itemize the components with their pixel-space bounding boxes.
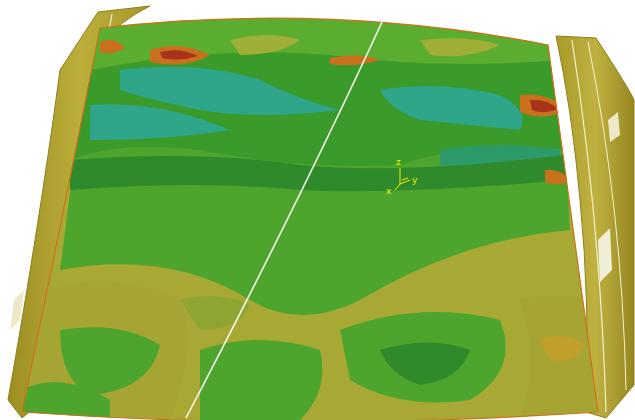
hot-spot (100, 40, 125, 53)
contour-band (420, 38, 500, 56)
contour-band (70, 155, 565, 191)
contour-band (230, 35, 300, 55)
hot-spot (520, 95, 565, 117)
contour-band (380, 343, 470, 386)
hood-outline (22, 18, 598, 420)
highlight (10, 290, 24, 330)
contour-band (90, 104, 230, 140)
contour-band (520, 295, 600, 420)
hot-spot (150, 46, 210, 65)
axis-label: x (386, 186, 391, 196)
highlight (608, 112, 620, 142)
axis-label: y (412, 175, 417, 185)
hot-spot (530, 100, 558, 112)
contour-band (540, 336, 585, 361)
axis-triad (395, 168, 410, 190)
contour-band (200, 340, 323, 420)
hot-spot (160, 50, 198, 59)
contour-band (380, 86, 523, 130)
flange-edge (588, 42, 626, 390)
contour-band (340, 312, 506, 403)
hot-spot (330, 55, 380, 65)
center-line (186, 22, 382, 418)
contour-band (22, 382, 110, 420)
axis-label: z (396, 157, 401, 167)
highlight (598, 228, 612, 282)
